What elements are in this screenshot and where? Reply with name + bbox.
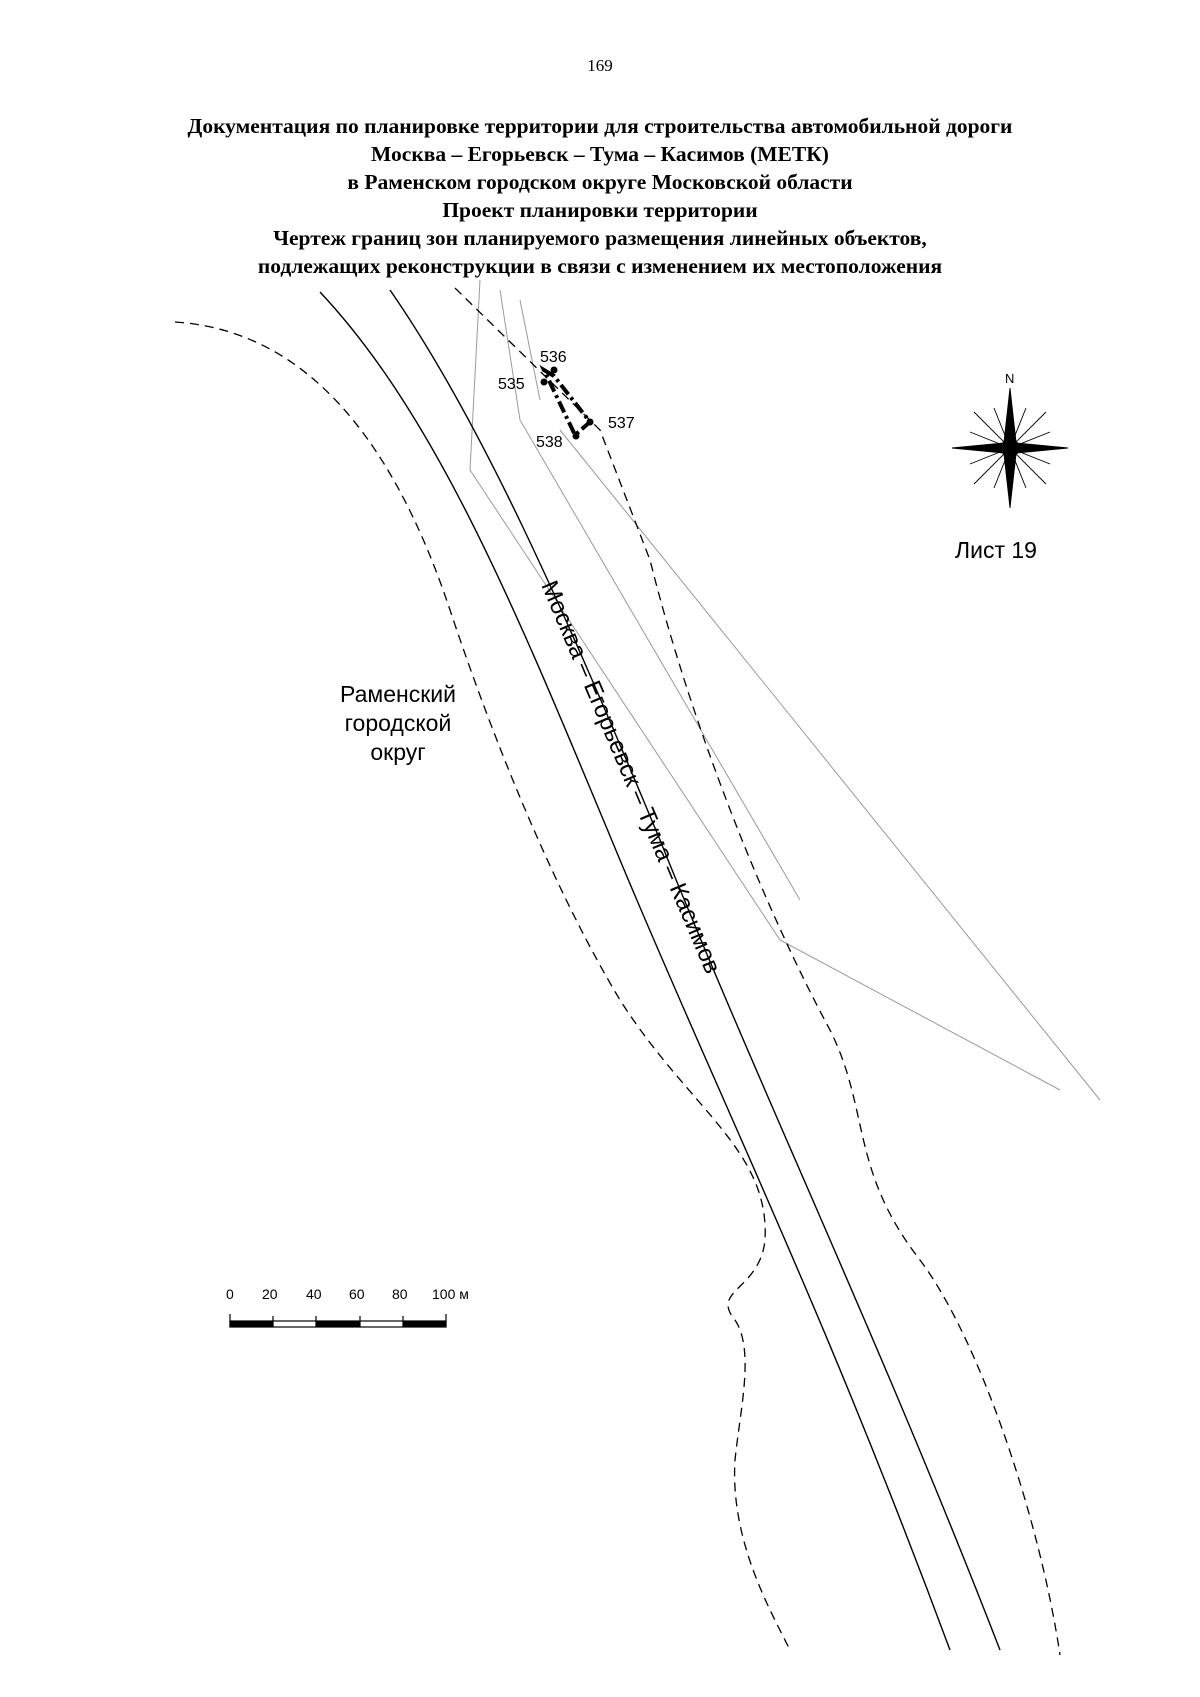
header-line-1: Документация по планировке территории дл… xyxy=(187,114,1013,138)
point-535-marker xyxy=(540,378,548,386)
left-dashed-boundary xyxy=(174,321,791,1651)
point-536-marker xyxy=(550,366,558,374)
district-label-line-1: Раменский xyxy=(340,681,456,707)
point-538-label: 538 xyxy=(536,434,563,451)
planned-zone-boundary xyxy=(539,364,593,439)
district-label-line-2: городской xyxy=(344,710,452,736)
scale-tick-100: 100 м xyxy=(432,1286,469,1302)
scale-tick-0: 0 xyxy=(226,1286,234,1302)
point-538-marker xyxy=(572,432,580,440)
point-536-label: 536 xyxy=(540,349,567,366)
header-line-6: подлежащих реконструкции в связи с измен… xyxy=(257,254,943,278)
document-header: Документация по планировке территории дл… xyxy=(0,112,1200,280)
sheet-label: Лист 19 xyxy=(955,537,1037,563)
right-dashed-boundary xyxy=(454,287,1061,1656)
district-label: Раменский городской округ xyxy=(318,680,478,767)
compass-rose-icon: N xyxy=(951,371,1069,509)
scale-tick-40: 40 xyxy=(306,1286,322,1302)
header-line-3: в Раменском городском округе Московской … xyxy=(347,170,853,194)
road-label: Москва – Егорьевск – Тума – Касимов xyxy=(535,577,726,978)
scale-tick-60: 60 xyxy=(349,1286,365,1302)
header-line-2: Москва – Егорьевск – Тума – Касимов (МЕТ… xyxy=(371,142,829,166)
compass-north-label: N xyxy=(1005,371,1014,386)
point-535-label: 535 xyxy=(498,376,525,393)
scale-tick-20: 20 xyxy=(262,1286,278,1302)
road-lines xyxy=(319,289,1001,1651)
header-line-4: Проект планировки территории xyxy=(442,198,758,222)
scale-bar xyxy=(229,1314,447,1328)
page-number: 169 xyxy=(587,56,613,75)
point-537-marker xyxy=(586,418,594,426)
planned-zone: 535 536 537 538 xyxy=(498,349,635,451)
district-label-line-3: округ xyxy=(370,739,426,765)
point-537-label: 537 xyxy=(608,415,635,432)
scale-tick-80: 80 xyxy=(392,1286,408,1302)
header-line-5: Чертеж границ зон планируемого размещени… xyxy=(273,226,927,250)
faint-lines xyxy=(469,279,1101,1101)
